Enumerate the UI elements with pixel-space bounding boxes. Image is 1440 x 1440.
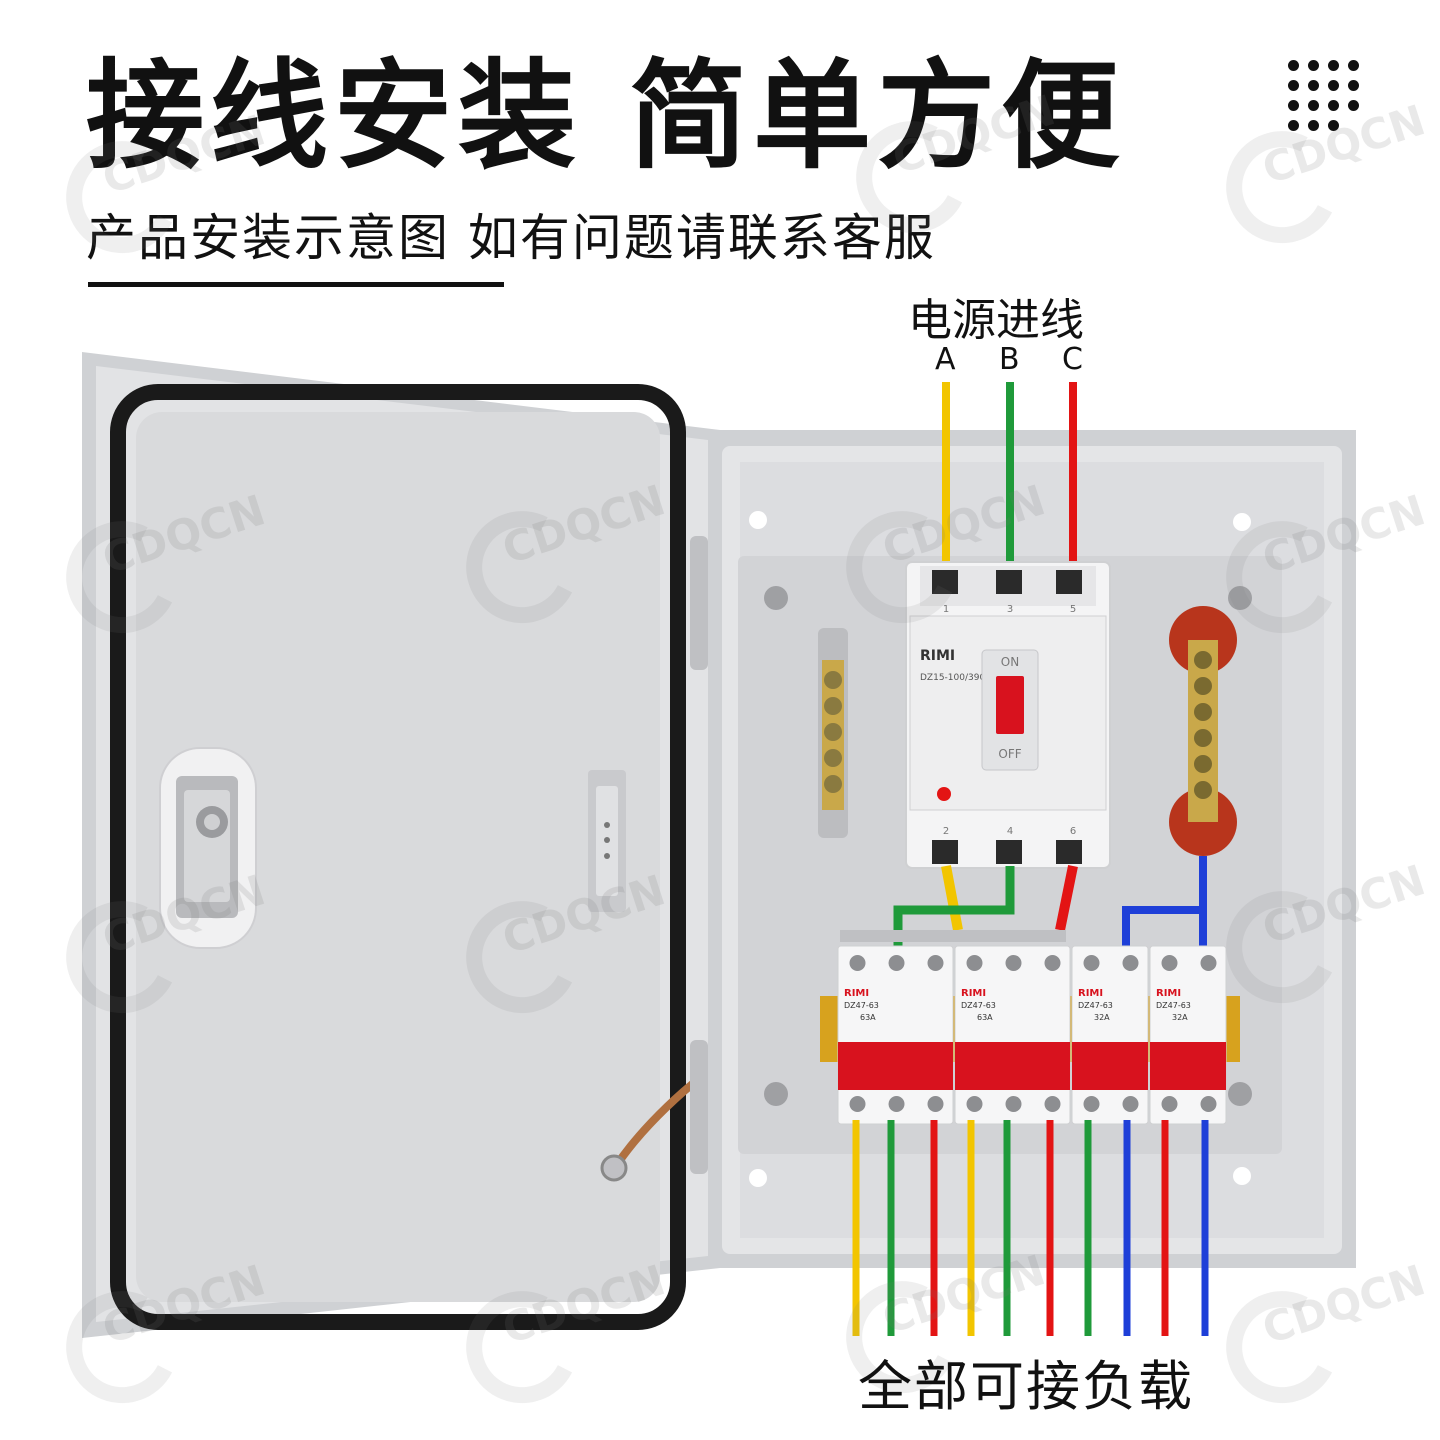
branch-breaker-model: DZ47-63 — [1156, 1001, 1191, 1010]
branch-breakers: RIMI DZ47-63 63A RIMI DZ47-63 63A RIMI DZ47-63 3… — [837, 945, 1227, 1125]
terminal-label: 4 — [1007, 826, 1013, 837]
branch-breaker-model: DZ47-63 — [844, 1001, 879, 1010]
branch-breaker-rating: 32A — [1172, 1013, 1188, 1022]
busbar-comb — [840, 930, 1066, 942]
title-underline — [88, 282, 504, 287]
terminal-label: 1 — [943, 604, 949, 615]
branch-breaker-model: DZ47-63 — [961, 1001, 996, 1010]
breaker-lever — [1150, 1042, 1226, 1090]
terminal-label: 2 — [943, 826, 949, 837]
door-latch — [159, 747, 257, 949]
subline-title: 产品安装示意图 如有问题请联系客服 — [86, 209, 936, 267]
branch-breaker-model: DZ47-63 — [1078, 1001, 1113, 1010]
headline-title: 接线安装 简单方便 — [86, 47, 1126, 185]
phase-label-c: C — [1062, 342, 1083, 377]
cabinet-door — [82, 352, 720, 1338]
branch-breaker: RIMI DZ47-63 32A — [1071, 945, 1149, 1125]
terminal-label: 5 — [1070, 604, 1076, 615]
terminal-label: 6 — [1070, 826, 1076, 837]
load-label: 全部可接负载 — [858, 1355, 1194, 1418]
main-breaker-brand: RIMI — [920, 648, 955, 664]
phase-label-a: A — [935, 342, 956, 377]
power-input-label: 电源进线 — [908, 295, 1084, 346]
main-breaker-model: DZ15-100/390 — [920, 673, 985, 683]
hinges — [690, 536, 708, 1174]
branch-breaker-rating: 32A — [1094, 1013, 1110, 1022]
branch-breaker-brand: RIMI — [1078, 988, 1103, 999]
breaker-lever — [838, 1042, 953, 1090]
internal-wires — [893, 856, 1207, 960]
door-handle — [588, 770, 626, 912]
main-breaker-off: OFF — [998, 747, 1021, 761]
neutral-busbar — [1169, 606, 1237, 856]
branch-breaker-brand: RIMI — [1156, 988, 1181, 999]
phase-label-b: B — [999, 342, 1020, 377]
dots-grid-icon — [1288, 60, 1359, 131]
load-wires — [852, 1120, 1209, 1336]
branch-breaker: RIMI DZ47-63 32A — [1149, 945, 1227, 1125]
incoming-wires — [942, 382, 1077, 576]
ground-terminal-bar — [818, 628, 848, 838]
main-breaker-on: ON — [1001, 655, 1019, 669]
branch-breaker-rating: 63A — [860, 1013, 876, 1022]
breaker-lever — [955, 1042, 1070, 1090]
terminal-label: 3 — [1007, 604, 1013, 615]
branch-breaker-rating: 63A — [977, 1013, 993, 1022]
branch-breaker: RIMI DZ47-63 63A — [837, 945, 954, 1125]
breaker-lever — [1072, 1042, 1148, 1090]
branch-breaker-brand: RIMI — [961, 988, 986, 999]
main-breaker: RIMI DZ15-100/390 ON OFF 1 3 5 2 4 6 — [905, 561, 1111, 869]
branch-breaker-brand: RIMI — [844, 988, 869, 999]
branch-breaker: RIMI DZ47-63 63A — [954, 945, 1071, 1125]
